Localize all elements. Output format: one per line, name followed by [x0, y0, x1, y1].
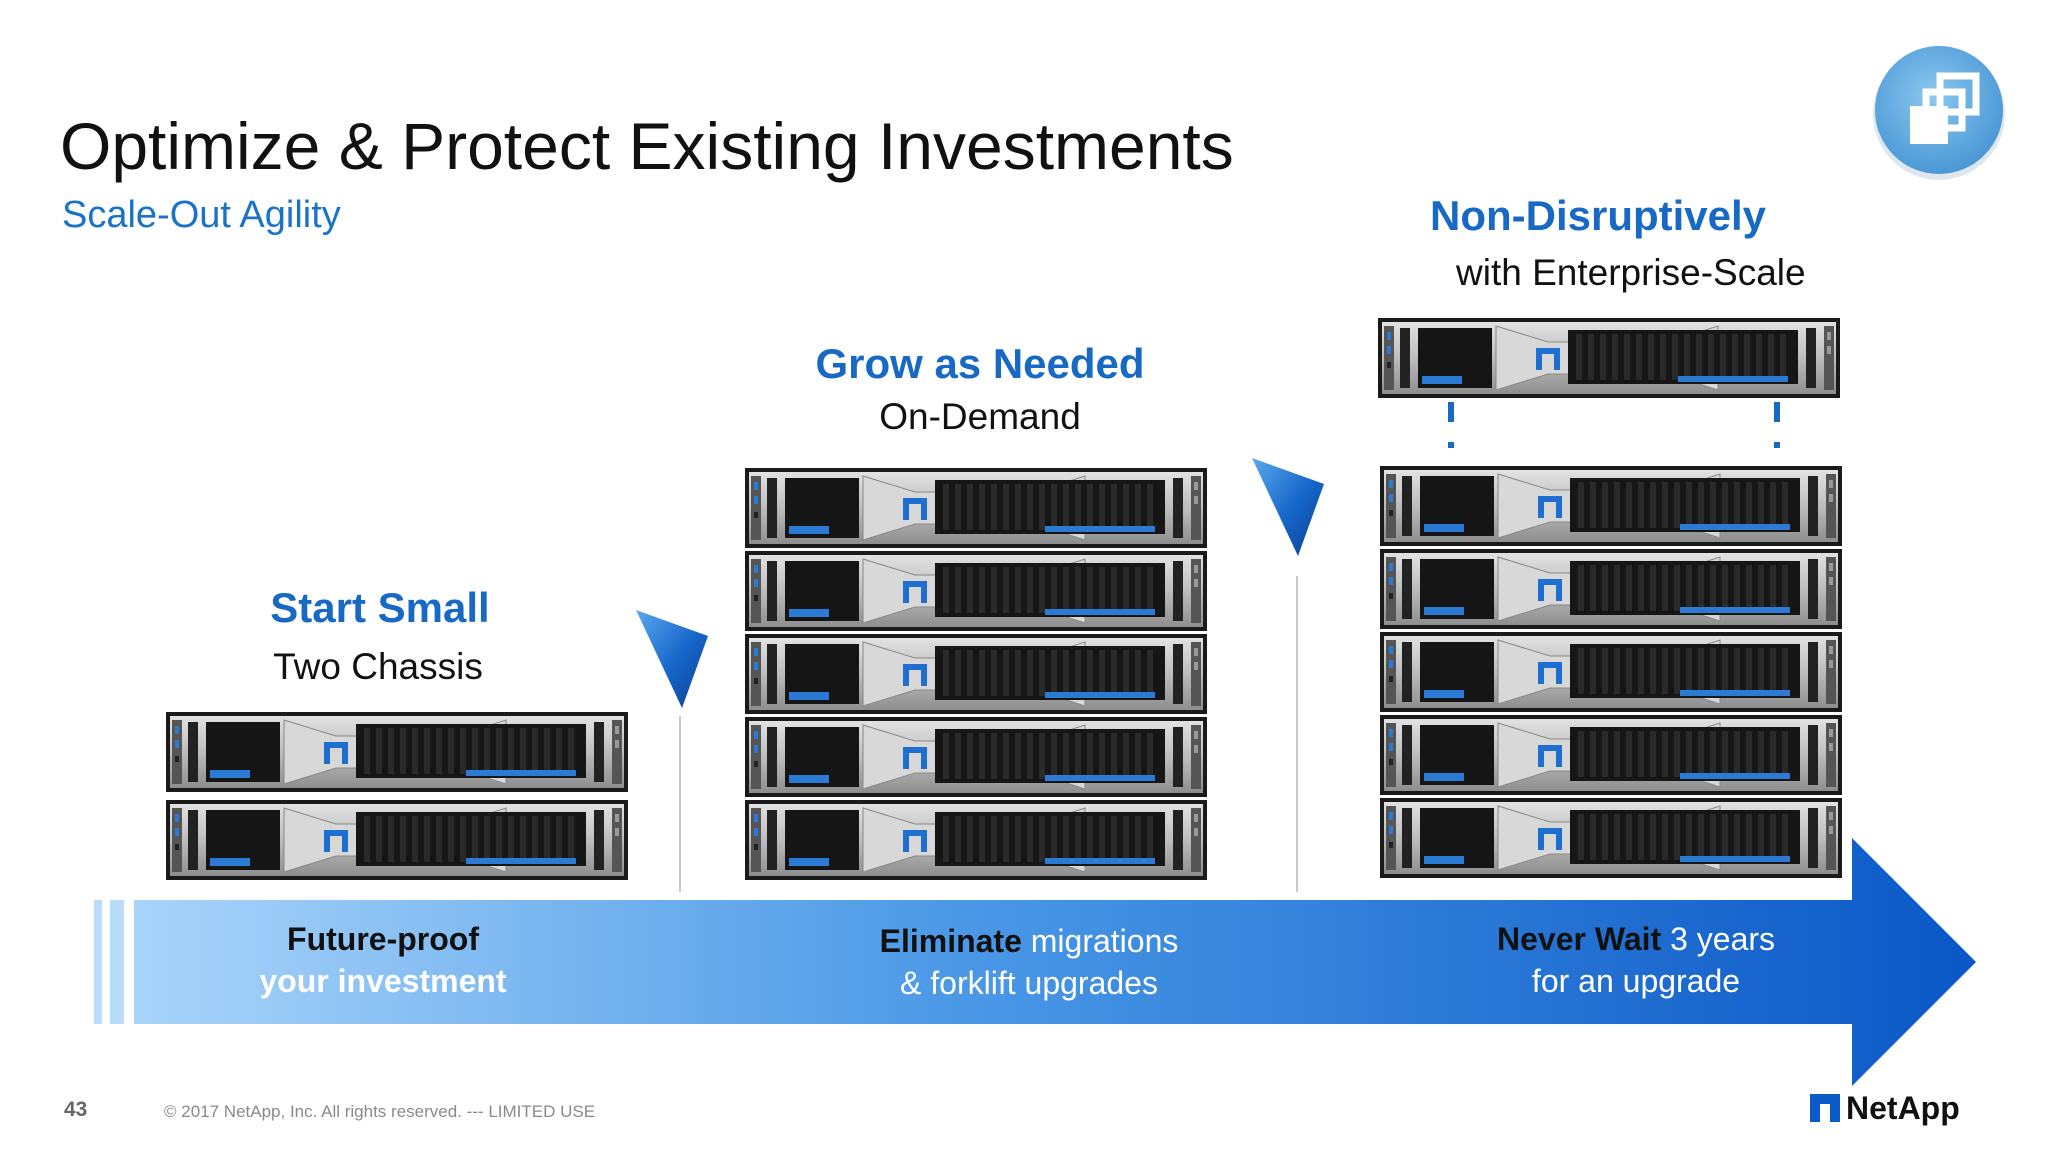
server-chassis: [745, 717, 1207, 797]
stage-marker-icon: [636, 610, 708, 708]
benefit-1-rest: your investment: [259, 963, 507, 999]
stage-2-heading: Grow as Needed: [815, 340, 1145, 387]
server-chassis: [1380, 466, 1842, 546]
stage-2-subheading: On-Demand: [879, 396, 1081, 437]
benefit-never-wait: Never Wait 3 years for an upgrade: [1460, 918, 1812, 1002]
insert-connector: [1448, 402, 1780, 448]
progress-arrow: [94, 838, 1976, 1086]
stage-3-subheading: with Enterprise-Scale: [1456, 252, 1806, 293]
server-chassis: [1380, 632, 1842, 712]
benefit-2-rest2: & forklift upgrades: [900, 965, 1158, 1001]
server-chassis: [745, 551, 1207, 631]
stage-marker-icon: [1252, 458, 1324, 556]
page-number: 43: [64, 1098, 88, 1121]
netapp-logo-text: NetApp: [1846, 1089, 1960, 1126]
stage-1-heading: Start Small: [270, 584, 490, 631]
server-chassis: [1380, 549, 1842, 629]
benefit-3-rest1: 3 years: [1661, 921, 1776, 957]
slide-title: Optimize & Protect Existing Investments: [60, 109, 1234, 183]
added-server-chassis: [1378, 318, 1840, 398]
stage-divider: [1296, 576, 1298, 892]
benefit-eliminate-migrations: Eliminate migrations & forklift upgrades: [846, 920, 1212, 1004]
benefit-future-proof: Future-proof your investment: [220, 918, 546, 1002]
stage-divider: [679, 716, 681, 892]
benefit-1-bold: Future-proof: [287, 921, 479, 957]
server-chassis: [745, 468, 1207, 548]
benefit-3-rest2: for an upgrade: [1531, 963, 1741, 999]
stage-3-heading: Non-Disruptively: [1430, 192, 1767, 239]
slide-subtitle: Scale-Out Agility: [62, 194, 341, 236]
benefit-2-bold: Eliminate: [879, 923, 1022, 959]
copyright-notice: © 2017 NetApp, Inc. All rights reserved.…: [164, 1102, 596, 1121]
copy-stack-icon: [1873, 46, 2005, 180]
netapp-logo: NetApp: [1810, 1086, 1960, 1130]
netapp-logo-icon: [1810, 1094, 1840, 1122]
benefit-2-rest1: migrations: [1021, 923, 1179, 959]
benefit-3-bold: Never Wait: [1496, 921, 1662, 957]
stage-1-subheading: Two Chassis: [273, 646, 483, 687]
server-chassis: [1380, 715, 1842, 795]
server-chassis: [745, 634, 1207, 714]
server-chassis: [166, 712, 628, 792]
